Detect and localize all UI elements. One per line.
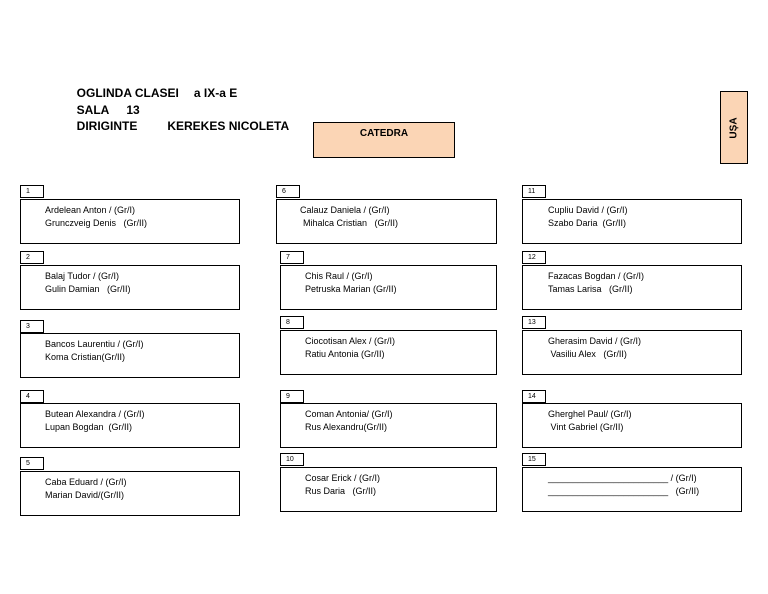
student-group1: Gherghel Paul/ (Gr/I) bbox=[548, 409, 632, 419]
desk-number: 3 bbox=[20, 320, 44, 333]
desk-number: 12 bbox=[522, 251, 546, 264]
student-group2: Koma Cristian(Gr/II) bbox=[45, 352, 126, 362]
student-group1: Balaj Tudor / (Gr/I) bbox=[45, 271, 120, 281]
desk: Cupliu David / (Gr/I) Szabo Daria (Gr/II… bbox=[522, 199, 742, 244]
student-group2: Rus Alexandru(Gr/II) bbox=[305, 422, 388, 432]
student-group2: Ratiu Antonia (Gr/II) bbox=[305, 349, 385, 359]
student-group2: Lupan Bogdan (Gr/II) bbox=[45, 422, 133, 432]
desk: Chis Raul / (Gr/I) Petruska Marian (Gr/I… bbox=[280, 265, 497, 310]
student-group1: Ciocotisan Alex / (Gr/I) bbox=[305, 336, 396, 346]
student-group1: Gherasim David / (Gr/I) bbox=[548, 336, 642, 346]
student-group2: Rus Daria (Gr/II) bbox=[305, 486, 377, 496]
desk: Gherghel Paul/ (Gr/I) Vint Gabriel (Gr/I… bbox=[522, 403, 742, 448]
desk-number: 5 bbox=[20, 457, 44, 470]
student-group1: ________________________ / (Gr/I) bbox=[548, 473, 697, 483]
desk-number: 13 bbox=[522, 316, 546, 329]
desk: Bancos Laurentiu / (Gr/I) Koma Cristian(… bbox=[20, 333, 240, 378]
student-group2: ________________________ (Gr/II) bbox=[548, 486, 700, 496]
student-group2: Mihalca Cristian (Gr/II) bbox=[303, 218, 399, 228]
student-group2: Tamas Larisa (Gr/II) bbox=[548, 284, 633, 294]
student-group1: Cupliu David / (Gr/I) bbox=[548, 205, 628, 215]
desk: Balaj Tudor / (Gr/I) Gulin Damian (Gr/II… bbox=[20, 265, 240, 310]
desk-number: 6 bbox=[276, 185, 300, 198]
student-group1: Cosar Erick / (Gr/I) bbox=[305, 473, 381, 483]
student-group1: Coman Antonia/ (Gr/I) bbox=[305, 409, 393, 419]
student-group1: Chis Raul / (Gr/I) bbox=[305, 271, 373, 281]
door: UȘA bbox=[720, 91, 748, 164]
desk: Butean Alexandra / (Gr/I) Lupan Bogdan (… bbox=[20, 403, 240, 448]
class-title-label: OGLINDA CLASEI bbox=[76, 86, 179, 100]
desk: Cosar Erick / (Gr/I) Rus Daria (Gr/II) bbox=[280, 467, 497, 512]
desk: Ardelean Anton / (Gr/I) Grunczveig Denis… bbox=[20, 199, 240, 244]
desk: Gherasim David / (Gr/I) Vasiliu Alex (Gr… bbox=[522, 330, 742, 375]
desk-number: 9 bbox=[280, 390, 304, 403]
student-group1: Ardelean Anton / (Gr/I) bbox=[45, 205, 136, 215]
door-label: UȘA bbox=[728, 116, 740, 139]
student-group2: Petruska Marian (Gr/II) bbox=[305, 284, 397, 294]
room-line: SALA 13 bbox=[70, 89, 140, 117]
desk: Coman Antonia/ (Gr/I) Rus Alexandru(Gr/I… bbox=[280, 403, 497, 448]
desk-number: 1 bbox=[20, 185, 44, 198]
student-group1: Caba Eduard / (Gr/I) bbox=[45, 477, 127, 487]
student-group2: Vint Gabriel (Gr/II) bbox=[548, 422, 624, 432]
desk-number: 4 bbox=[20, 390, 44, 403]
student-group1: Fazacas Bogdan / (Gr/I) bbox=[548, 271, 645, 281]
room-label: SALA bbox=[76, 103, 110, 117]
desk-number: 2 bbox=[20, 251, 44, 264]
student-group1: Calauz Daniela / (Gr/I) bbox=[300, 205, 390, 215]
teacher-desk: CATEDRA bbox=[313, 122, 455, 158]
desk: Calauz Daniela / (Gr/I) Mihalca Cristian… bbox=[276, 199, 497, 244]
desk: ________________________ / (Gr/I) ______… bbox=[522, 467, 742, 512]
desk-number: 8 bbox=[280, 316, 304, 329]
class-name: a IX-a E bbox=[193, 86, 238, 100]
desk-number: 10 bbox=[280, 453, 304, 466]
desk-number: 15 bbox=[522, 453, 546, 466]
teacher-line: DIRIGINTE KEREKES NICOLETA bbox=[70, 105, 289, 133]
student-group2: Gulin Damian (Gr/II) bbox=[45, 284, 131, 294]
desk: Caba Eduard / (Gr/I) Marian David/(Gr/II… bbox=[20, 471, 240, 516]
student-group2: Vasiliu Alex (Gr/II) bbox=[548, 349, 627, 359]
desk-number: 11 bbox=[522, 185, 546, 198]
student-group2: Szabo Daria (Gr/II) bbox=[548, 218, 627, 228]
room-number: 13 bbox=[126, 103, 140, 117]
desk-number: 14 bbox=[522, 390, 546, 403]
desk: Fazacas Bogdan / (Gr/I) Tamas Larisa (Gr… bbox=[522, 265, 742, 310]
desk-number: 7 bbox=[280, 251, 304, 264]
teacher-name: KEREKES NICOLETA bbox=[167, 119, 290, 133]
class-title: OGLINDA CLASEI a IX-a E bbox=[70, 72, 238, 100]
teacher-label: DIRIGINTE bbox=[76, 119, 138, 133]
student-group1: Butean Alexandra / (Gr/I) bbox=[45, 409, 145, 419]
student-group2: Grunczveig Denis (Gr/II) bbox=[45, 218, 148, 228]
student-group2: Marian David/(Gr/II) bbox=[45, 490, 125, 500]
desk: Ciocotisan Alex / (Gr/I) Ratiu Antonia (… bbox=[280, 330, 497, 375]
student-group1: Bancos Laurentiu / (Gr/I) bbox=[45, 339, 144, 349]
